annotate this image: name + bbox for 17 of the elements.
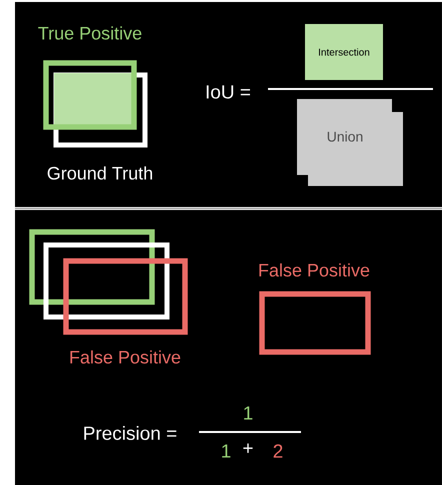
formula-term: 1	[244, 406, 252, 420]
box-label: True Positive	[38, 26, 142, 40]
bounding-box	[63, 258, 188, 335]
formula-text: IoU =	[206, 85, 250, 99]
formula-term: 2	[274, 444, 282, 458]
bounding-box	[44, 242, 170, 320]
bounding-box	[259, 291, 371, 355]
bounding-box	[29, 229, 155, 305]
formula-term: +	[243, 444, 253, 453]
formula-text: Precision =	[84, 426, 176, 440]
box-label: Ground Truth	[48, 166, 152, 180]
intersection-box: Intersection	[305, 24, 383, 80]
bounding-box	[43, 60, 137, 130]
box-label: False Positive	[70, 350, 180, 364]
formula-term: 1	[222, 444, 230, 458]
bounding-box	[54, 72, 148, 148]
box-label: False Positive	[259, 263, 370, 277]
